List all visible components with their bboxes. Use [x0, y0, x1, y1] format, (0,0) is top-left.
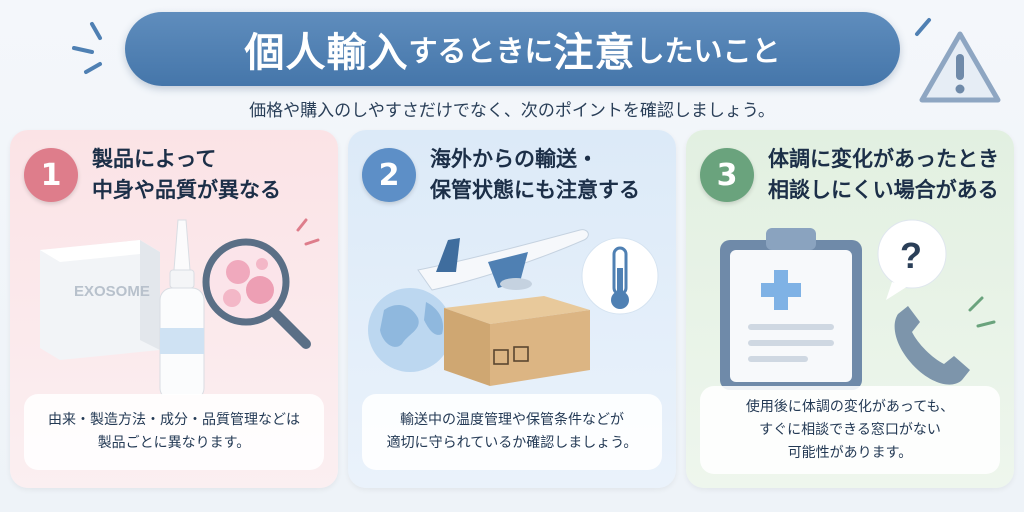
card-number: 3 — [700, 148, 754, 202]
shipping-illustration — [368, 229, 659, 386]
card-title-line-1: 製品によって — [92, 147, 217, 171]
title-part-3: 注意 — [553, 30, 636, 76]
card-title: 体調に変化があったとき 相談しにくい場合がある — [768, 144, 1008, 206]
card-description-line-1: 輸送中の温度管理や保管条件などが — [400, 412, 624, 428]
title-part-4: したいこと — [635, 34, 781, 68]
product-illustration: EXOSOME — [40, 218, 320, 395]
card-title-line-2: 保管状態にも注意する — [430, 178, 640, 202]
nasal-spray-bottle-icon — [159, 219, 205, 395]
question-mark-text: ? — [900, 235, 922, 276]
card-number: 2 — [362, 148, 416, 202]
card-description-line-1: 使用後に体調の変化があっても、 — [745, 398, 955, 415]
card-description-line-2: すぐに相談できる窓口がない — [759, 421, 941, 438]
card-title-line-1: 体調に変化があったとき — [768, 147, 999, 171]
magnifier-icon — [202, 238, 311, 349]
burst-left-icon — [72, 22, 102, 74]
card-title: 海外からの輸送・ 保管状態にも注意する — [430, 144, 670, 206]
card-number: 1 — [24, 148, 78, 202]
title-part-1: 個人輸入 — [244, 30, 409, 76]
card-title-line-2: 中身や品質が異なる — [92, 178, 281, 202]
phone-icon — [894, 306, 970, 385]
subtitle: 価格や購入のしやすさだけでなく、次のポイントを確認しましょう。 — [249, 101, 775, 121]
card-description: 輸送中の温度管理や保管条件などが 適切に守られているか確認しましょう。 — [362, 394, 662, 470]
title-part-2: するときに — [408, 34, 554, 68]
product-box-icon: EXOSOME — [40, 240, 160, 360]
burst-right-icon — [915, 18, 931, 36]
consultation-illustration: ? — [720, 219, 996, 390]
question-bubble-icon: ? — [877, 219, 947, 300]
cardboard-box-icon — [444, 296, 590, 386]
card-product-quality: 1 製品によって 中身や品質が異なる EXOSOME — [10, 130, 338, 488]
warning-triangle-icon — [919, 31, 1001, 103]
card-consultation: 3 体調に変化があったとき 相談しにくい場合がある ? 使用後に体調の — [686, 130, 1014, 488]
page-title: 個人輸入するときに注意したいこと — [125, 12, 900, 86]
card-title-line-1: 海外からの輸送・ — [430, 147, 598, 171]
card-description-line-1: 由来・製造方法・成分・品質管理などは — [48, 412, 300, 428]
airplane-icon — [417, 229, 589, 291]
card-description-line-2: 適切に守られているか確認しましょう。 — [386, 435, 638, 451]
globe-icon — [368, 288, 452, 372]
card-description: 由来・製造方法・成分・品質管理などは 製品ごとに異なります。 — [24, 394, 324, 470]
thermometer-icon — [581, 237, 659, 315]
card-title: 製品によって 中身や品質が異なる — [92, 144, 332, 206]
product-box-label: EXOSOME — [74, 283, 150, 300]
card-description-line-3: 可能性があります。 — [787, 444, 913, 461]
card-description: 使用後に体調の変化があっても、 すぐに相談できる窓口がない 可能性があります。 — [700, 386, 1000, 474]
card-description-line-2: 製品ごとに異なります。 — [97, 435, 251, 451]
clipboard-medical-icon — [720, 228, 862, 390]
card-title-line-2: 相談しにくい場合がある — [768, 178, 999, 202]
card-shipping-storage: 2 海外からの輸送・ 保管状態にも注意する — [348, 130, 676, 488]
